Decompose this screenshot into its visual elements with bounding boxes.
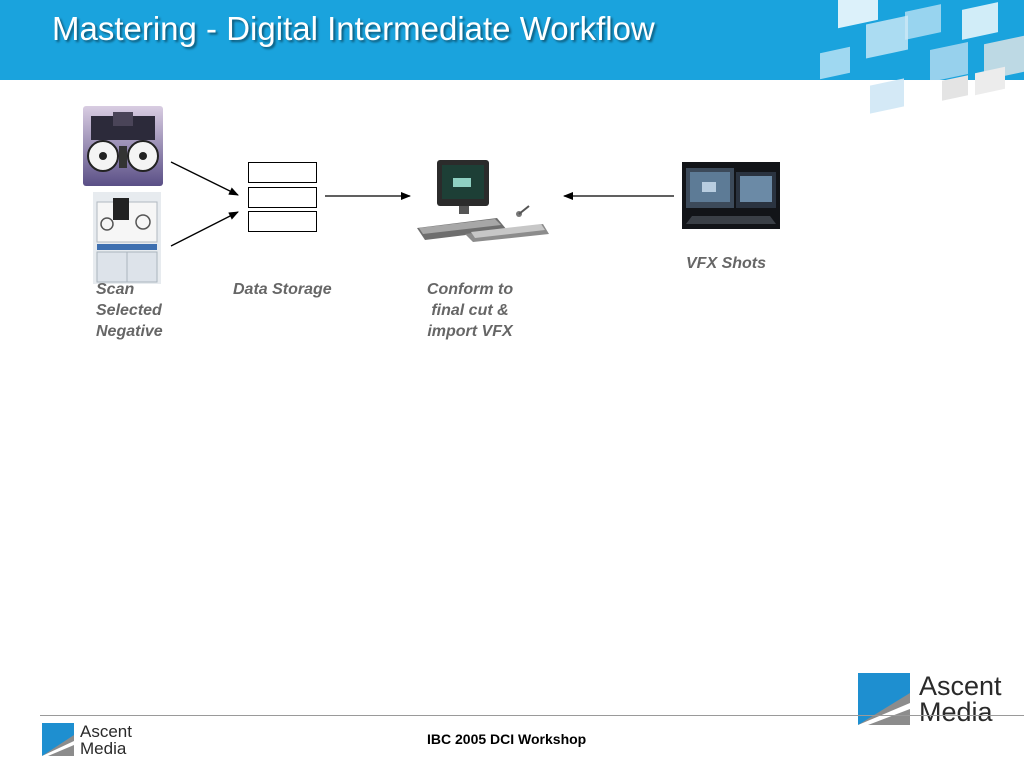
ascent-media-logo-small: Ascent Media: [42, 723, 152, 757]
logo-text-line1: Ascent: [80, 723, 132, 740]
scan-label: Scan Selected Negative: [96, 279, 163, 342]
scan-label-line: Negative: [96, 321, 163, 342]
arrow-scan-to-storage: [171, 212, 238, 246]
footer-divider: [40, 715, 1024, 716]
logo-text-line2: Media: [919, 699, 993, 726]
ascent-media-logo-large: Ascent Media: [858, 673, 1018, 725]
conform-label-line: Conform to: [410, 279, 530, 300]
vfx-shots-label: VFX Shots: [686, 253, 766, 274]
scan-label-line: Scan: [96, 279, 163, 300]
data-storage-label: Data Storage: [233, 279, 332, 300]
logo-text-line1: Ascent: [919, 673, 1002, 700]
conform-label-line: final cut &: [410, 300, 530, 321]
scan-label-line: Selected: [96, 300, 163, 321]
footer-text: IBC 2005 DCI Workshop: [427, 731, 586, 747]
arrow-scan-to-storage: [171, 162, 238, 195]
conform-label-line: import VFX: [410, 321, 530, 342]
logo-text-line2: Media: [80, 740, 126, 757]
conform-label: Conform to final cut & import VFX: [410, 279, 530, 342]
